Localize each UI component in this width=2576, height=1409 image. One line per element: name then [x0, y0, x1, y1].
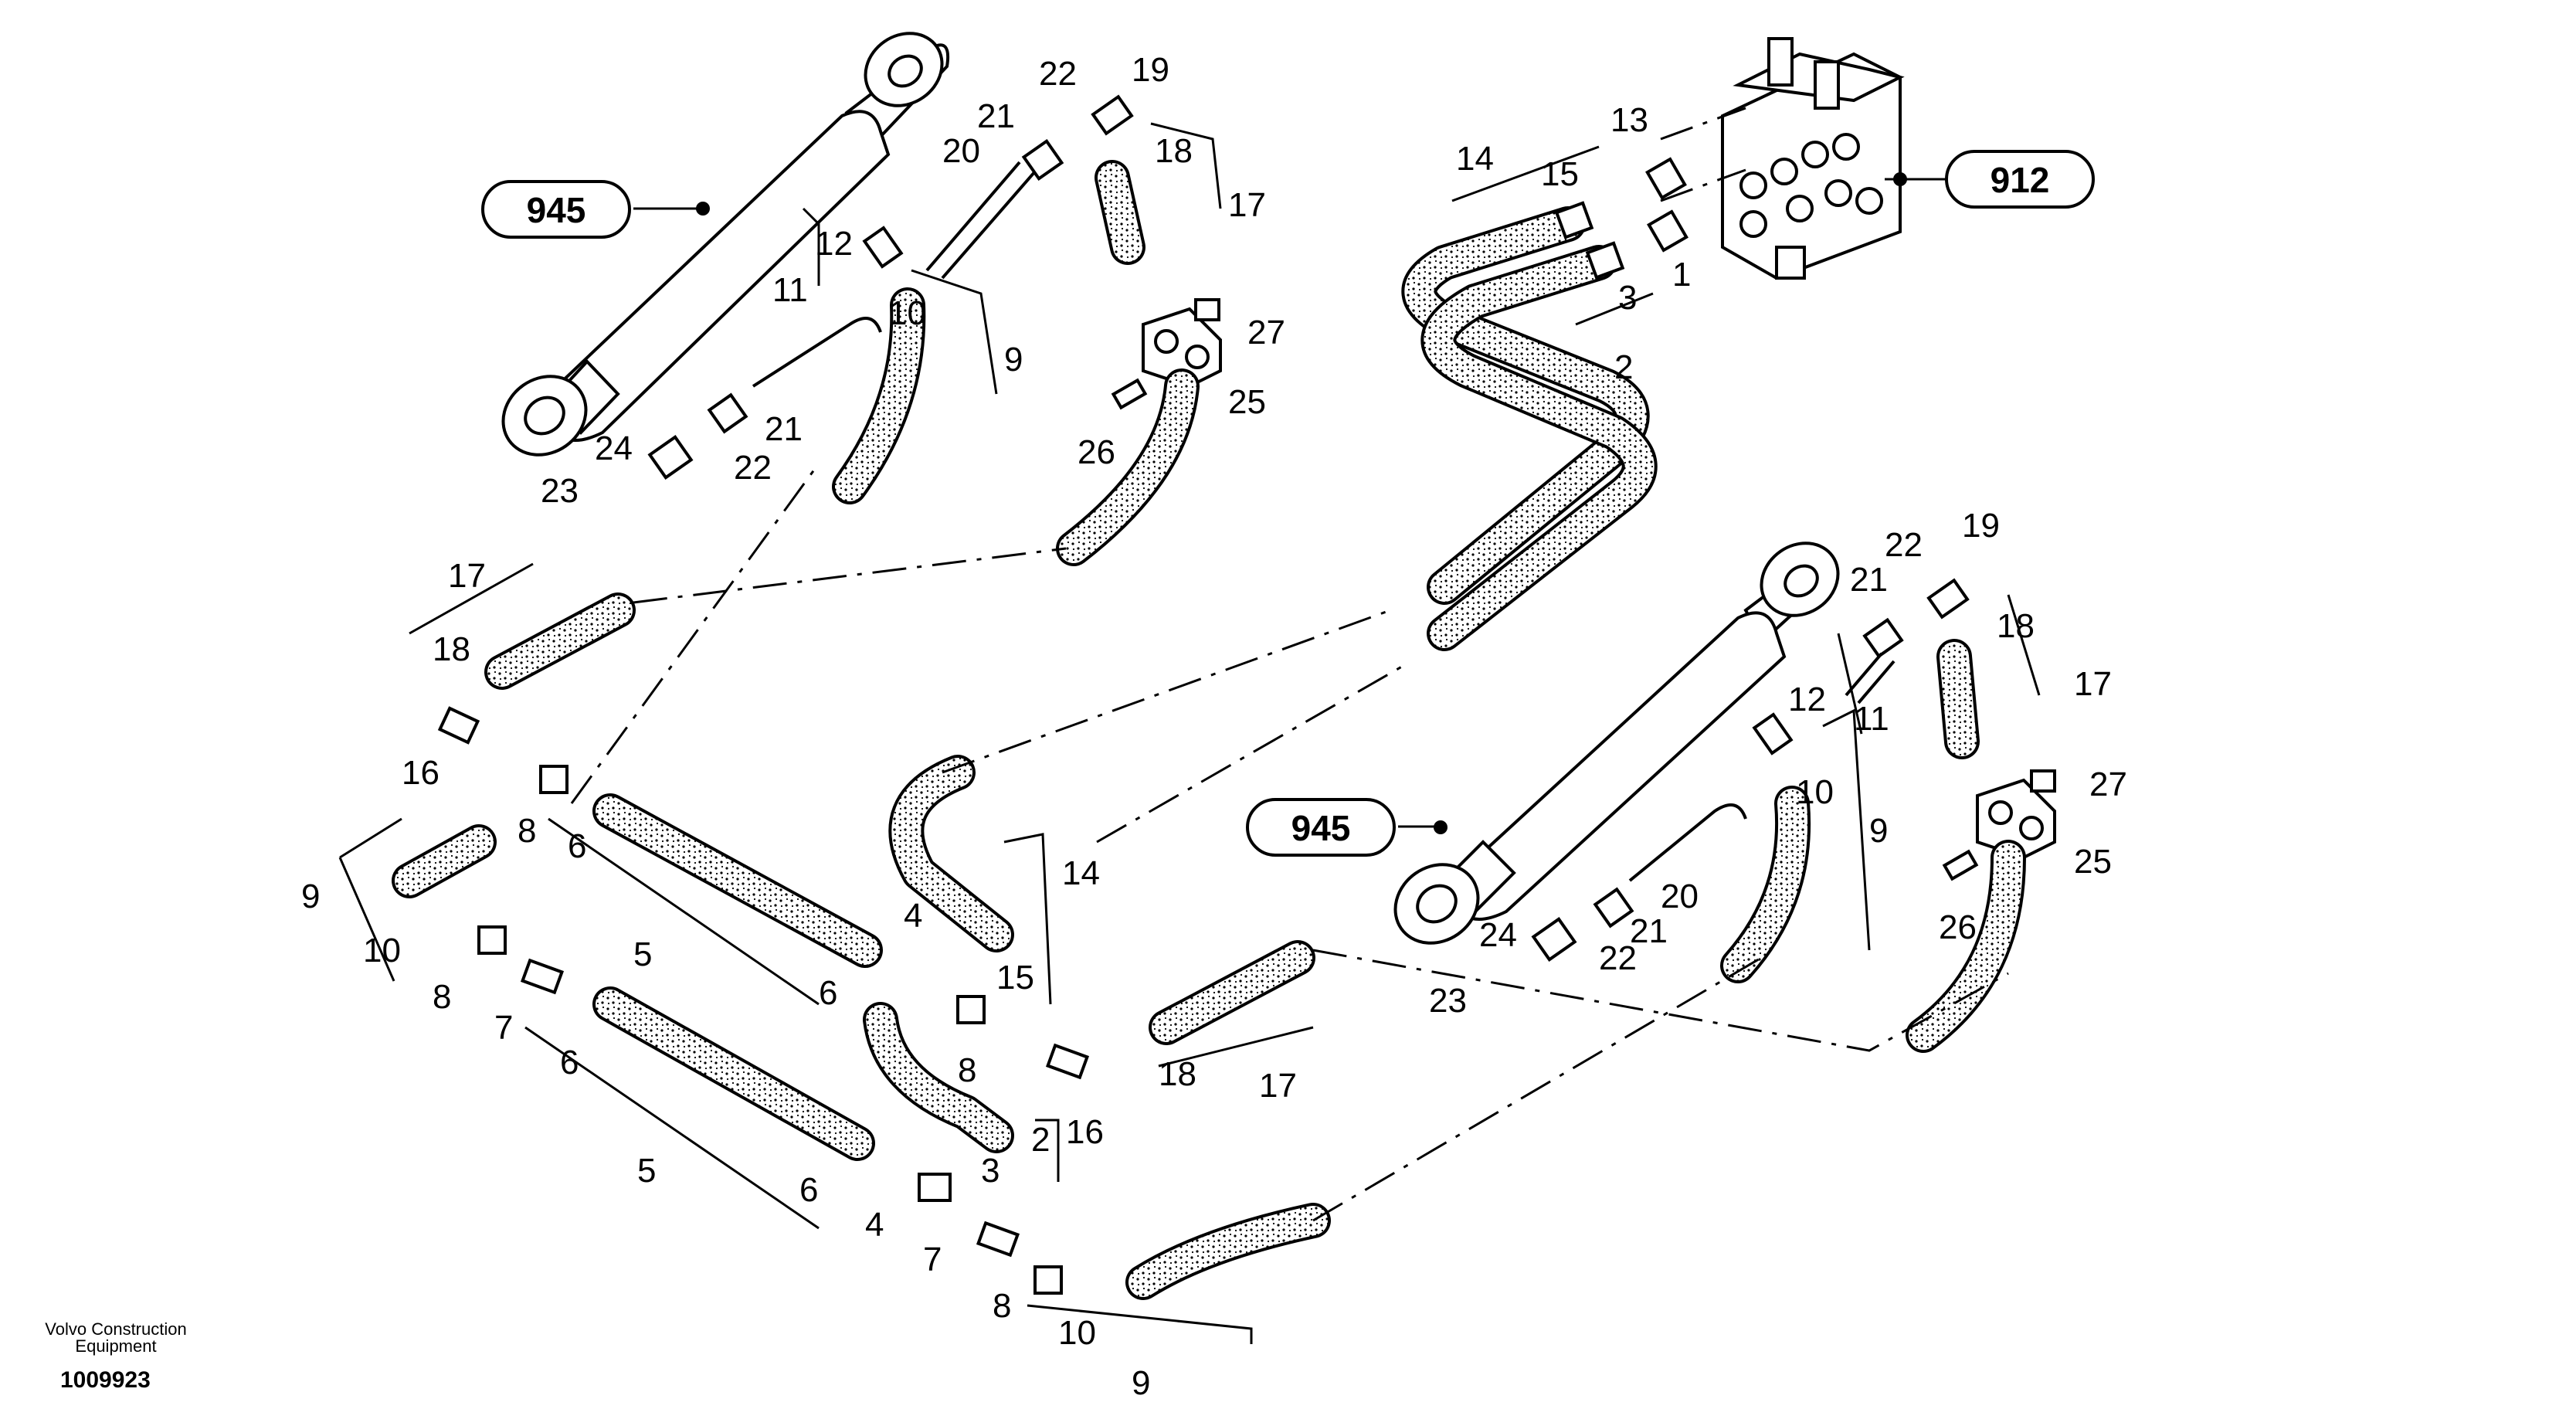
hose-clamp-lower — [1906, 769, 2056, 1053]
leader-lines — [338, 122, 2041, 1344]
hydraulic-cylinder-upper — [501, 32, 949, 457]
callout: 23 — [1429, 982, 1467, 1020]
callout: 18 — [1997, 607, 2035, 645]
callout: 24 — [595, 429, 633, 467]
ref-label-912-text: 912 — [1991, 160, 2050, 200]
callout: 6 — [560, 1044, 579, 1081]
callout: 22 — [1599, 939, 1637, 977]
callout: 21 — [977, 97, 1015, 135]
callout: 17 — [2074, 665, 2112, 703]
ref-label-945-upper-text: 945 — [527, 190, 586, 230]
callout: 10 — [888, 294, 926, 332]
callout: 6 — [819, 974, 837, 1012]
callout: 14 — [1456, 140, 1494, 178]
document-number: 1009923 — [60, 1367, 151, 1393]
callout: 19 — [1962, 507, 2000, 545]
ref-label-912: 912 — [1893, 150, 2095, 209]
upper-fittings — [647, 94, 1145, 504]
callout: 11 — [772, 271, 808, 309]
callout: 20 — [1661, 878, 1699, 915]
callout: 16 — [1066, 1113, 1104, 1151]
callout: 1 — [1672, 256, 1691, 294]
callout: 18 — [433, 630, 470, 668]
callout: 8 — [433, 978, 451, 1016]
callout: 20 — [942, 132, 980, 170]
ref-label-945-upper: 945 — [481, 180, 710, 239]
callout: 9 — [301, 878, 320, 915]
callout: 15 — [1541, 155, 1579, 193]
callout: 9 — [1004, 341, 1023, 379]
callout: 21 — [765, 410, 803, 448]
callout: 9 — [1869, 812, 1888, 850]
ref-label-945-lower: 945 — [1246, 798, 1448, 857]
ref-label-945-lower-text: 945 — [1291, 808, 1351, 848]
callout: 14 — [1062, 854, 1100, 892]
callout: 22 — [1039, 55, 1077, 93]
callout: 17 — [1228, 186, 1266, 224]
hose-clamp-upper — [1056, 298, 1222, 566]
callout: 12 — [1788, 681, 1826, 718]
lower-right-fittings — [1531, 578, 1980, 983]
callout: 16 — [402, 754, 440, 792]
callout: 21 — [1850, 561, 1888, 599]
callout: 21 — [1630, 912, 1668, 950]
callout: 8 — [958, 1051, 976, 1089]
callout: 15 — [996, 959, 1034, 996]
footer-brand: Volvo Construction Equipment — [15, 1321, 216, 1355]
callout: 9 — [1132, 1364, 1150, 1402]
callout: 7 — [923, 1241, 942, 1278]
callout: 13 — [1610, 101, 1648, 139]
long-hose-pair — [1401, 201, 1658, 651]
footer-brand-line2: Equipment — [75, 1336, 157, 1356]
control-valve — [1645, 37, 1905, 280]
callout: 8 — [518, 812, 536, 850]
callout: 10 — [1058, 1314, 1096, 1352]
callout: 27 — [2089, 766, 2127, 803]
hydraulic-cylinder-lower — [1393, 542, 1840, 945]
callout: 7 — [494, 1009, 513, 1047]
callout: 4 — [865, 1206, 884, 1244]
lower-left-hose-assembly — [392, 592, 1331, 1300]
callout: 10 — [1796, 773, 1834, 811]
routing-lines — [570, 107, 2009, 1222]
callout: 17 — [448, 557, 486, 595]
callout: 6 — [799, 1171, 818, 1209]
callout: 26 — [1939, 908, 1977, 946]
callout: 3 — [1618, 279, 1637, 317]
callout: 2 — [1614, 348, 1633, 386]
callout: 4 — [904, 897, 922, 935]
callout: 5 — [637, 1152, 656, 1190]
callout-numbers: 22 19 21 20 18 17 12 11 10 9 27 25 26 21… — [301, 51, 2127, 1402]
callout: 25 — [1228, 383, 1266, 421]
callout: 8 — [993, 1287, 1011, 1325]
callout: 3 — [981, 1152, 1000, 1190]
callout: 11 — [1854, 700, 1889, 738]
callout: 18 — [1155, 132, 1193, 170]
callout: 18 — [1159, 1055, 1196, 1093]
callout: 25 — [2074, 843, 2112, 881]
callout: 17 — [1259, 1067, 1297, 1105]
callout: 5 — [633, 935, 652, 973]
callout: 6 — [568, 827, 586, 865]
callout: 2 — [1031, 1121, 1050, 1159]
callout: 24 — [1479, 916, 1517, 954]
callout: 27 — [1247, 314, 1285, 351]
callout: 26 — [1078, 433, 1115, 471]
callout: 22 — [734, 449, 772, 487]
callout: 23 — [541, 472, 579, 510]
callout: 22 — [1885, 526, 1923, 564]
footer-brand-line1: Volvo Construction — [45, 1319, 187, 1339]
callout: 10 — [363, 932, 401, 969]
callout: 12 — [815, 225, 853, 263]
callout: 19 — [1132, 51, 1169, 89]
